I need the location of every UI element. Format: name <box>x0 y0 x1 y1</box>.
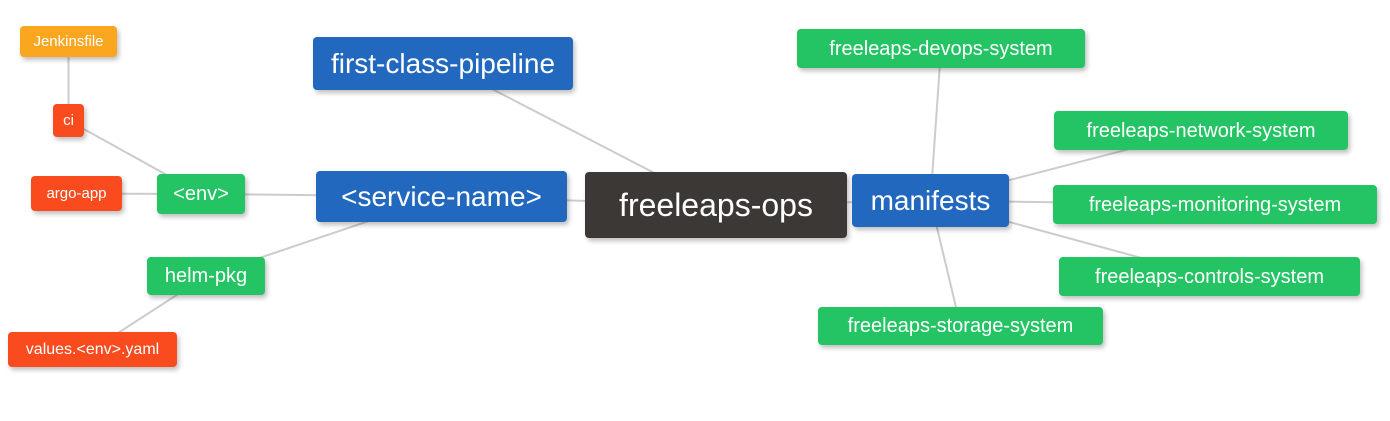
node-label: freeleaps-monitoring-system <box>1088 193 1342 216</box>
node-freeleaps-network-system[interactable]: freeleaps-network-system <box>1054 111 1348 150</box>
node-label: freeleaps-ops <box>619 187 813 223</box>
node-label: freeleaps-controls-system <box>1095 265 1324 288</box>
node-label: argo-app <box>46 185 107 202</box>
node-label: <service-name> <box>341 180 542 212</box>
node-freeleaps-devops-system[interactable]: freeleaps-devops-system <box>797 29 1085 68</box>
node-ci[interactable]: ci <box>53 104 84 137</box>
node-freeleaps-controls-system[interactable]: freeleaps-controls-system <box>1059 257 1360 296</box>
node-values-env-yaml[interactable]: values.<env>.yaml <box>8 332 177 367</box>
node-label: first-class-pipeline <box>330 47 556 79</box>
node-first-class-pipeline[interactable]: first-class-pipeline <box>313 37 573 90</box>
node-freeleaps-storage-system[interactable]: freeleaps-storage-system <box>818 307 1103 345</box>
node-env[interactable]: <env> <box>157 174 245 214</box>
node-service-name[interactable]: <service-name> <box>316 171 567 222</box>
node-label: Jenkinsfile <box>33 33 104 50</box>
node-helm-pkg[interactable]: helm-pkg <box>147 257 265 295</box>
node-label: ci <box>63 112 74 129</box>
node-jenkinsfile[interactable]: Jenkinsfile <box>20 26 117 57</box>
node-manifests[interactable]: manifests <box>852 174 1009 227</box>
node-label: values.<env>.yaml <box>25 340 160 358</box>
node-label: manifests <box>870 184 991 216</box>
node-label: freeleaps-storage-system <box>847 315 1074 337</box>
node-label: freeleaps-network-system <box>1086 119 1316 142</box>
node-label: helm-pkg <box>164 265 248 287</box>
node-argo-app[interactable]: argo-app <box>31 176 122 211</box>
node-freeleaps-ops[interactable]: freeleaps-ops <box>585 172 847 238</box>
node-label: <env> <box>173 183 229 205</box>
node-label: freeleaps-devops-system <box>829 37 1053 60</box>
node-freeleaps-monitoring-system[interactable]: freeleaps-monitoring-system <box>1053 185 1377 224</box>
